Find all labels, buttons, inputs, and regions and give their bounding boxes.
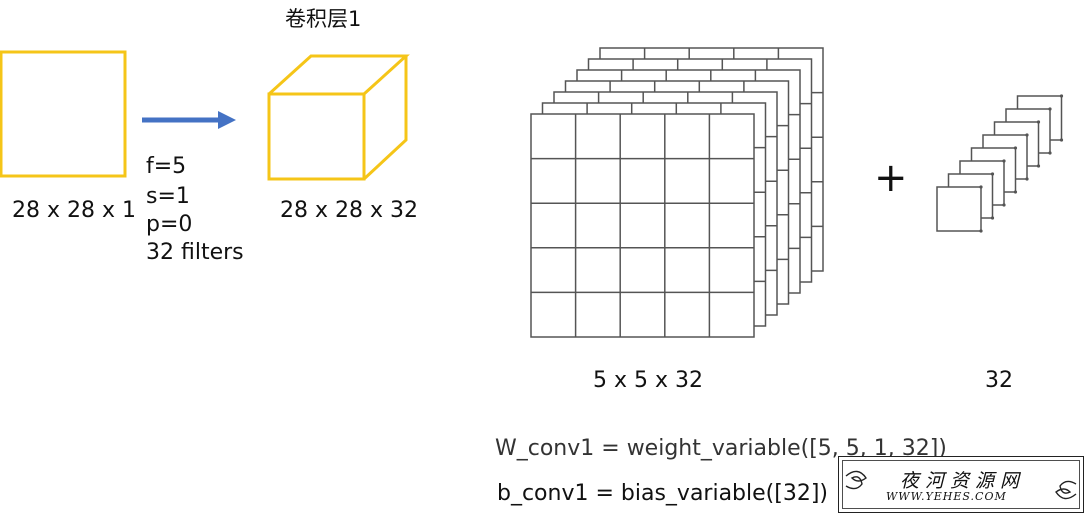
- bias-corner-dot: [1025, 133, 1029, 137]
- watermark-frame: [838, 456, 1084, 513]
- bias-corner-dot: [1059, 138, 1064, 142]
- right-arrow-icon: [142, 111, 236, 129]
- code-line-weight: W_conv1 = weight_variable([5, 5, 1, 32]): [495, 436, 947, 461]
- bias-corner-dot: [1048, 107, 1052, 111]
- bias-corner-dot: [979, 185, 983, 189]
- output-shape-label: 28 x 28 x 32: [280, 198, 418, 223]
- ornament-left-icon: [845, 470, 867, 490]
- param-filter-count: 32 filters: [146, 240, 244, 265]
- bias-corner-dot: [1013, 146, 1018, 150]
- bias-corner-dot: [990, 172, 995, 176]
- layer-title: 卷积层1: [285, 7, 362, 31]
- filter-shape-label: 5 x 5 x 32: [593, 368, 703, 393]
- bias-corner-dot: [979, 229, 983, 233]
- bias-corner-dot: [990, 216, 995, 220]
- bias-corner-dot: [1002, 203, 1006, 207]
- bias-corner-dot: [1025, 177, 1029, 181]
- param-filter-size: f=5: [146, 154, 187, 179]
- filter-front-grid: [530, 113, 755, 338]
- bias-stack: [936, 94, 1064, 233]
- input-square: [0, 50, 127, 178]
- filter-stack: [530, 47, 824, 338]
- ornament-right-icon: [1055, 480, 1077, 500]
- filter-layer-border: [530, 113, 755, 338]
- plus-sign: +: [874, 155, 908, 201]
- bias-corner-dot: [1002, 159, 1006, 163]
- watermark-title: 夜河资源网: [900, 470, 1026, 492]
- bias-front-square: [936, 186, 982, 232]
- input-shape-label: 28 x 28 x 1: [12, 198, 136, 223]
- bias-corner-dot: [1059, 94, 1064, 98]
- bias-shape-label: 32: [985, 368, 1013, 393]
- bias-corner-dot: [1048, 151, 1052, 155]
- param-padding: p=0: [146, 212, 193, 237]
- bias-corner-dot: [1036, 120, 1041, 124]
- bias-corner-dot: [1036, 164, 1041, 168]
- param-stride: s=1: [146, 184, 190, 209]
- output-cube: [267, 54, 410, 181]
- code-line-bias: b_conv1 = bias_variable([32]): [497, 481, 828, 506]
- watermark: 夜河资源网 WWW.YEHES.COM: [838, 456, 1084, 513]
- bias-corner-dot: [1013, 190, 1018, 194]
- watermark-url: WWW.YEHES.COM: [886, 490, 1007, 503]
